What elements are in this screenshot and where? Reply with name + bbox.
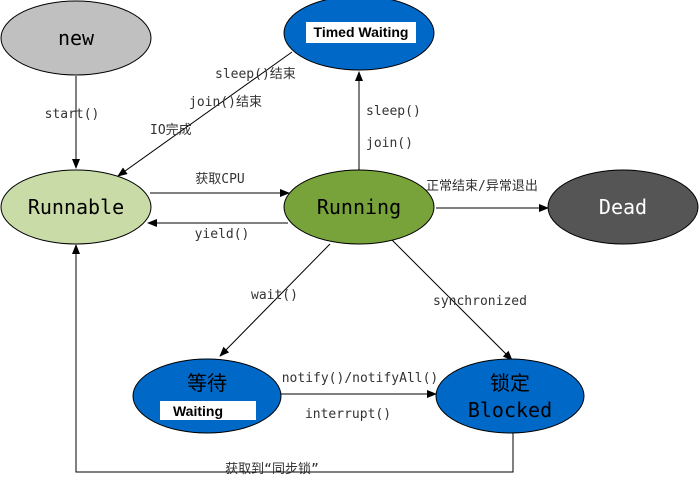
label-acquire-lock: 获取到“同步锁” <box>225 461 319 477</box>
state-dead-label: Dead <box>599 195 647 219</box>
edge-timed-waiting-to-runnable <box>117 51 293 177</box>
state-waiting-label-cn: 等待 <box>187 371 227 395</box>
label-sleep-end: sleep()结束 <box>215 67 296 82</box>
state-running-label: Running <box>317 195 401 219</box>
label-join-end: join()结束 <box>189 95 262 110</box>
state-blocked-label-en: Blocked <box>468 398 552 422</box>
label-start: start() <box>45 107 100 122</box>
edge-blocked-to-runnable <box>72 244 514 473</box>
state-running: Running <box>283 169 435 245</box>
waiting-label-box <box>160 401 256 420</box>
edge-running-to-waiting <box>219 243 331 357</box>
edge-running-to-blocked <box>391 239 513 361</box>
state-waiting-label-en: Waiting <box>173 403 223 419</box>
timed-waiting-label-box <box>306 22 416 43</box>
state-timed-waiting-label: Timed Waiting <box>314 24 409 40</box>
label-get-cpu: 获取CPU <box>195 172 244 187</box>
state-blocked-label-cn: 锁定 <box>490 371 530 395</box>
label-wait: wait() <box>251 288 298 303</box>
state-runnable-label: Runnable <box>28 195 124 219</box>
label-yield: yield() <box>195 227 250 242</box>
label-finish: 正常结束/异常退出 <box>426 179 538 194</box>
state-runnable: Runnable <box>0 169 152 245</box>
label-join: join() <box>366 136 413 151</box>
label-io-done: IO完成 <box>150 123 192 138</box>
label-synchronized: synchronized <box>433 294 527 309</box>
state-new: new <box>0 0 152 76</box>
edges <box>72 51 549 473</box>
label-interrupt: interrupt() <box>305 407 391 422</box>
state-new-label: new <box>58 26 95 50</box>
label-sleep: sleep() <box>366 104 421 119</box>
label-notify: notify()/notifyAll() <box>282 371 439 386</box>
state-timed-waiting: Timed Waiting <box>283 0 435 71</box>
state-blocked: 锁定 Blocked <box>435 358 585 434</box>
state-waiting: 等待 Waiting <box>132 358 282 434</box>
state-dead: Dead <box>547 169 699 245</box>
